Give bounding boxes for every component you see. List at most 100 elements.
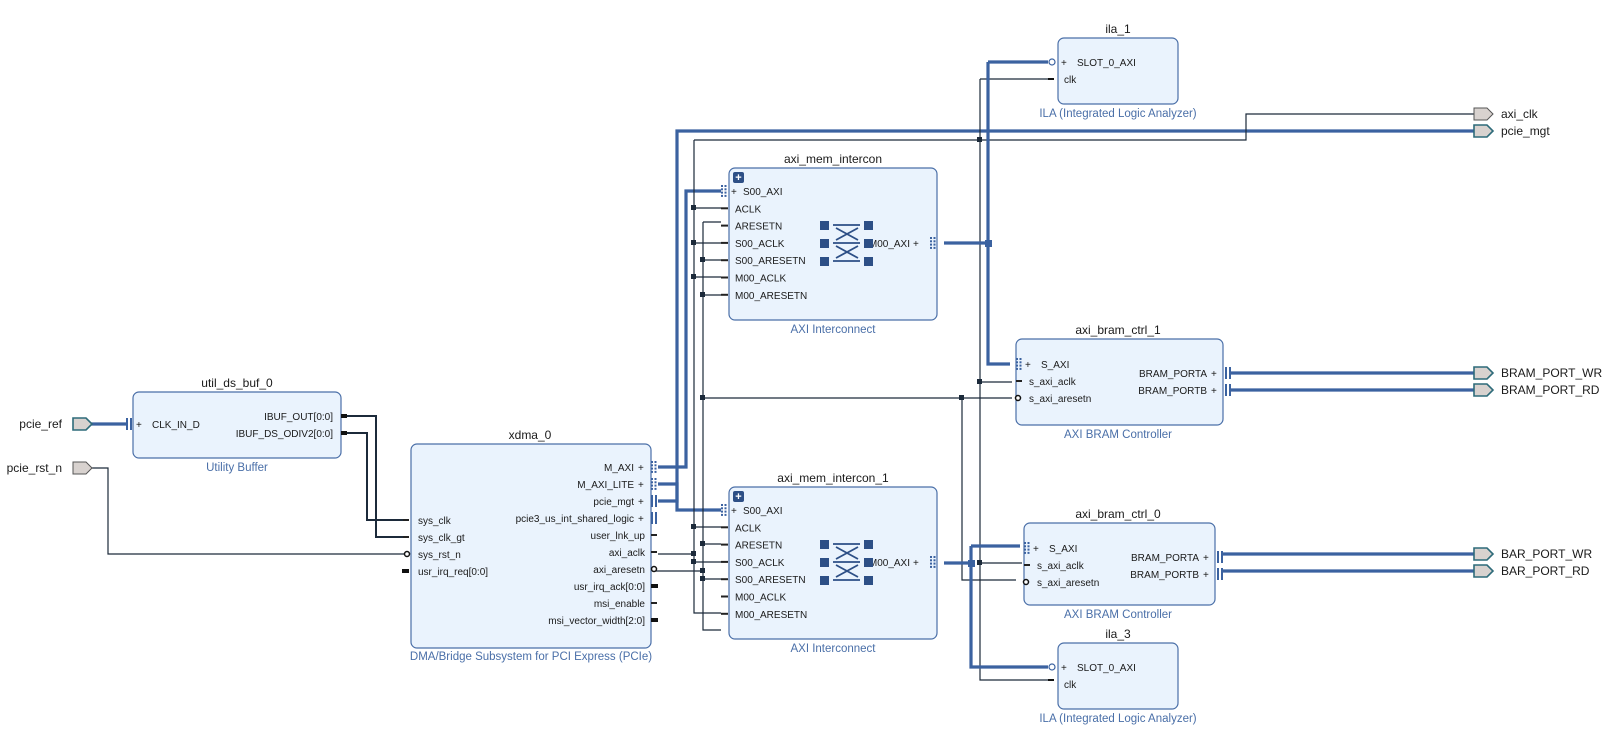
xdma-pin: sys_clk_gt [418,533,465,544]
plus-icon[interactable]: + [913,558,919,569]
port-bar-port-wr[interactable]: BAR_PORT_WR [1473,547,1592,561]
plus-icon[interactable]: + [638,463,644,474]
nets [90,60,1474,681]
plus-icon[interactable]: + [638,480,644,491]
xdma-pin: usr_irq_ack[0:0] [574,582,645,593]
xdma-pin: msi_vector_width[2:0] [548,616,645,627]
port-axi-clk[interactable]: axi_clk [1473,107,1539,121]
plus-icon[interactable]: + [913,239,919,250]
port-label: axi_clk [1501,107,1539,121]
block-ila-3[interactable]: ila_3 + SLOT_0_AXI clk ILA (Integrated L… [1039,627,1196,725]
crossbar-icon [833,543,860,581]
xdma-pin: user_lnk_up [591,531,646,542]
block-xdma-0[interactable]: xdma_0 sys_clk sys_clk_gt sys_rst_n usr_irq… [402,428,658,663]
bram-pin: s_axi_aresetn [1037,578,1099,589]
net-m-axi-lite[interactable] [658,482,721,512]
xdma-pin: sys_rst_n [418,550,461,561]
intercon-pin: M00_ARESETN [735,610,807,621]
xdma-pin: sys_clk [418,516,452,527]
intercon-pin: S00_ARESETN [735,256,806,267]
block-util-ds-buf-0[interactable]: util_ds_buf_0 + CLK_IN_D IBUF_OUT[0:0] I… [126,376,347,474]
intercon-pin: S00_AXI [743,506,782,517]
net-pcie-rst-n[interactable] [90,467,406,555]
plus-icon[interactable]: + [1033,544,1039,555]
xdma-pin: usr_irq_req[0:0] [418,567,488,578]
intercon-pin: S00_ACLK [735,558,785,569]
port-pcie-ref[interactable]: pcie_ref [19,417,94,431]
pin-ibuf-out: IBUF_OUT[0:0] [264,412,333,423]
port-pcie-rst-n[interactable]: pcie_rst_n [7,461,93,475]
output-port-icon [1473,547,1495,561]
plus-icon[interactable]: + [731,187,737,198]
active-low-icon [1014,394,1022,402]
intercon-pin: M00_ARESETN [735,291,807,302]
plus-icon[interactable]: + [1061,663,1067,674]
ip-name: DMA/Bridge Subsystem for PCI Express (PC… [410,651,652,663]
port-label: pcie_mgt [1501,124,1550,138]
net-axi-clk-out[interactable] [694,113,1474,141]
port-label: BRAM_PORT_RD [1501,383,1600,397]
intercon-pin: M00_ACLK [735,593,786,604]
instance-name: axi_mem_intercon [784,152,882,166]
port-bram-port-rd[interactable]: BRAM_PORT_RD [1473,383,1600,397]
instance-name: xdma_0 [509,428,552,442]
plus-icon[interactable]: + [638,497,644,508]
port-pcie-mgt[interactable]: pcie_mgt [1473,124,1550,138]
plus-icon[interactable]: + [638,514,644,525]
output-port-icon [1473,383,1495,397]
bram-pin: S_AXI [1049,544,1077,555]
debug-probe-icon [1048,663,1056,671]
block-axi-mem-intercon-1[interactable]: axi_mem_intercon_1 ++S00_AXIACLKARESETNS… [721,471,938,655]
xdma-pin: axi_aclk [609,548,646,559]
port-label: BRAM_PORT_WR [1501,366,1602,380]
net-m-axi[interactable] [658,189,721,469]
input-port-icon [72,417,94,431]
port-label: BAR_PORT_WR [1501,547,1592,561]
xdma-pin: axi_aresetn [593,565,645,576]
port-bar-port-rd[interactable]: BAR_PORT_RD [1473,564,1590,578]
plus-icon[interactable]: + [1211,386,1217,397]
intercon-pin: M00_ACLK [735,274,786,285]
plus-icon[interactable]: + [1025,360,1031,371]
plus-icon[interactable]: + [136,420,142,431]
expand-icon[interactable] [733,172,744,183]
block-ila-1[interactable]: ila_1 + SLOT_0_AXI clk ILA (Integrated L… [1039,22,1196,120]
plus-icon[interactable]: + [1203,570,1209,581]
xdma-pin: M_AXI_LITE [577,480,634,491]
active-low-icon [1022,578,1030,586]
net-axi-clk-trunk[interactable] [693,140,721,614]
port-label: pcie_ref [19,417,62,431]
xdma-pin: pcie_mgt [593,497,634,508]
bram-pin: BRAM_PORTB [1130,570,1199,581]
plus-icon[interactable]: + [1203,553,1209,564]
expand-icon[interactable] [733,491,744,502]
net-pcie-mgt[interactable] [658,129,1474,503]
block-axi-bram-ctrl-0[interactable]: axi_bram_ctrl_0 + S_AXI s_axi_aclk s_axi_ar… [1022,507,1224,621]
bram-pin: s_axi_aresetn [1029,394,1091,405]
plus-icon[interactable]: + [731,506,737,517]
instance-name: axi_bram_ctrl_0 [1075,507,1161,521]
xdma-pin: pcie3_us_int_shared_logic [516,514,634,525]
output-port-icon [1473,107,1494,121]
net-ibuf-out[interactable] [345,415,406,538]
pin-slot-0-axi: SLOT_0_AXI [1077,663,1136,674]
net-ibuf-odiv2[interactable] [345,432,406,521]
instance-name: ila_1 [1105,22,1131,36]
output-port-icon [1473,366,1495,380]
block-axi-mem-intercon[interactable]: axi_mem_intercon ++S00_AXIACLKARESETNS00… [721,152,938,336]
pin-slot-0-axi: SLOT_0_AXI [1077,58,1136,69]
intercon-pin: ACLK [735,204,761,215]
intercon-pin: M00_AXI [869,239,910,250]
bram-pin: s_axi_aclk [1037,561,1085,572]
port-bram-port-wr[interactable]: BRAM_PORT_WR [1473,366,1602,380]
plus-icon[interactable]: + [1061,58,1067,69]
intercon-pin: ACLK [735,523,761,534]
ip-name: AXI BRAM Controller [1064,429,1172,441]
pin-clk: clk [1064,75,1077,86]
plus-icon[interactable]: + [1211,369,1217,380]
intercon-pin: M00_AXI [869,558,910,569]
debug-probe-icon [1048,58,1056,66]
intercon-pin: ARESETN [735,222,782,233]
block-axi-bram-ctrl-1[interactable]: axi_bram_ctrl_1 +S_AXIs_axi_aclks_axi_ar… [1014,323,1232,441]
instance-name: util_ds_buf_0 [201,376,273,390]
